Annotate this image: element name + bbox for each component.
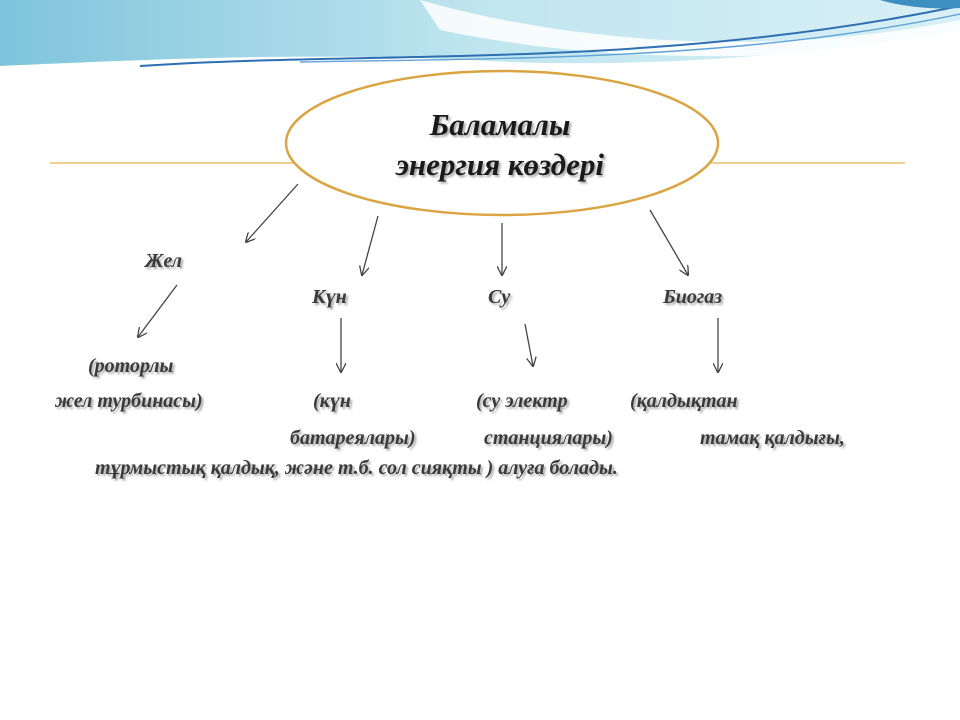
branch-sun: Күн [312, 286, 347, 308]
arrow-wind-detail [138, 284, 178, 337]
detail-rotor: (роторлы [88, 355, 174, 377]
arrow-water-detail [524, 323, 533, 366]
branch-water: Су [488, 286, 511, 308]
detail-wind-turbine: жел турбинасы) [55, 390, 203, 412]
detail-batteries: батареялары) [290, 427, 416, 449]
header-wave-banner [0, 0, 960, 67]
title-ellipse [284, 69, 720, 217]
header-white-wave [420, 0, 960, 57]
detail-water-open: (су электр [476, 390, 568, 412]
arrow-to-wind [246, 183, 299, 242]
header-blue-stroke-2 [299, 13, 960, 63]
header-blue-stroke-1 [139, 5, 960, 67]
header-dark-accent [880, 0, 960, 9]
diagram-title-line2: энергия көздері [396, 147, 604, 182]
detail-sun-open: (күн [313, 390, 351, 412]
detail-biogas-open: (қалдықтан [630, 390, 738, 412]
diagram-title-line1: Баламалы [429, 107, 571, 142]
branch-biogas: Биогаз [663, 286, 723, 308]
detail-last-line: тұрмыстық қалдық, және т.б. сол сияқты )… [95, 457, 618, 479]
branch-wind: Жел [145, 250, 183, 272]
detail-stations: станциялары) [484, 427, 613, 449]
detail-food-waste: тамақ қалдығы, [700, 427, 845, 449]
arrow-to-biogas [649, 209, 688, 275]
arrow-to-sun [362, 215, 379, 275]
